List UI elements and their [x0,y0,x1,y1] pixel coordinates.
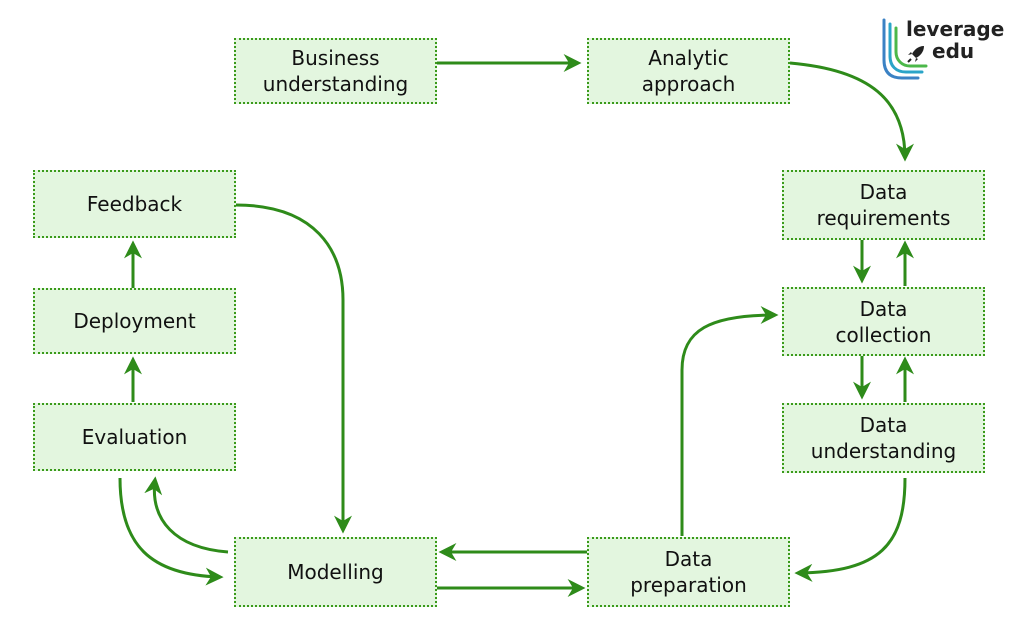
node-analytic-approach-line2: approach [641,72,736,96]
node-business-understanding-line1: Business [291,46,380,70]
edge-understanding-preparation [794,477,907,582]
node-data-requirements-line2: requirements [816,206,951,230]
node-data-collection-line1: Data [859,296,908,321]
logo-text-line2: edu [932,39,975,63]
edge-feedback-modelling [235,203,352,534]
node-data-preparation-line1: Data [664,547,713,571]
node-feedback: Feedback [33,170,236,238]
node-data-preparation-line2: preparation [630,573,747,597]
edge-analytic-requirements [789,61,914,162]
edge-evaluation-modelling [118,477,224,586]
node-data-requirements-line1: Data [859,180,908,204]
node-modelling: Modelling [234,537,437,607]
node-business-understanding-line2: understanding [262,72,409,96]
edge-preparation-collection [680,306,779,536]
node-evaluation-label: Evaluation [81,425,188,449]
node-data-collection-line2: collection [835,322,932,347]
logo-text: leverage edu [906,18,1004,62]
node-feedback-label: Feedback [86,192,183,216]
node-data-understanding-line2: understanding [810,439,957,463]
node-deployment-label: Deployment [73,309,196,333]
edge-modelling-evaluation [144,476,229,554]
rocket-icon [907,46,924,63]
node-evaluation: Evaluation [33,403,236,471]
node-deployment: Deployment [33,288,236,354]
node-data-understanding-line1: Data [859,413,908,437]
node-modelling-label: Modelling [287,560,384,584]
leverage-edu-logo [882,18,928,80]
node-analytic-approach-line1: Analytic [648,46,729,70]
logo-text-line1: leverage [906,17,1005,41]
